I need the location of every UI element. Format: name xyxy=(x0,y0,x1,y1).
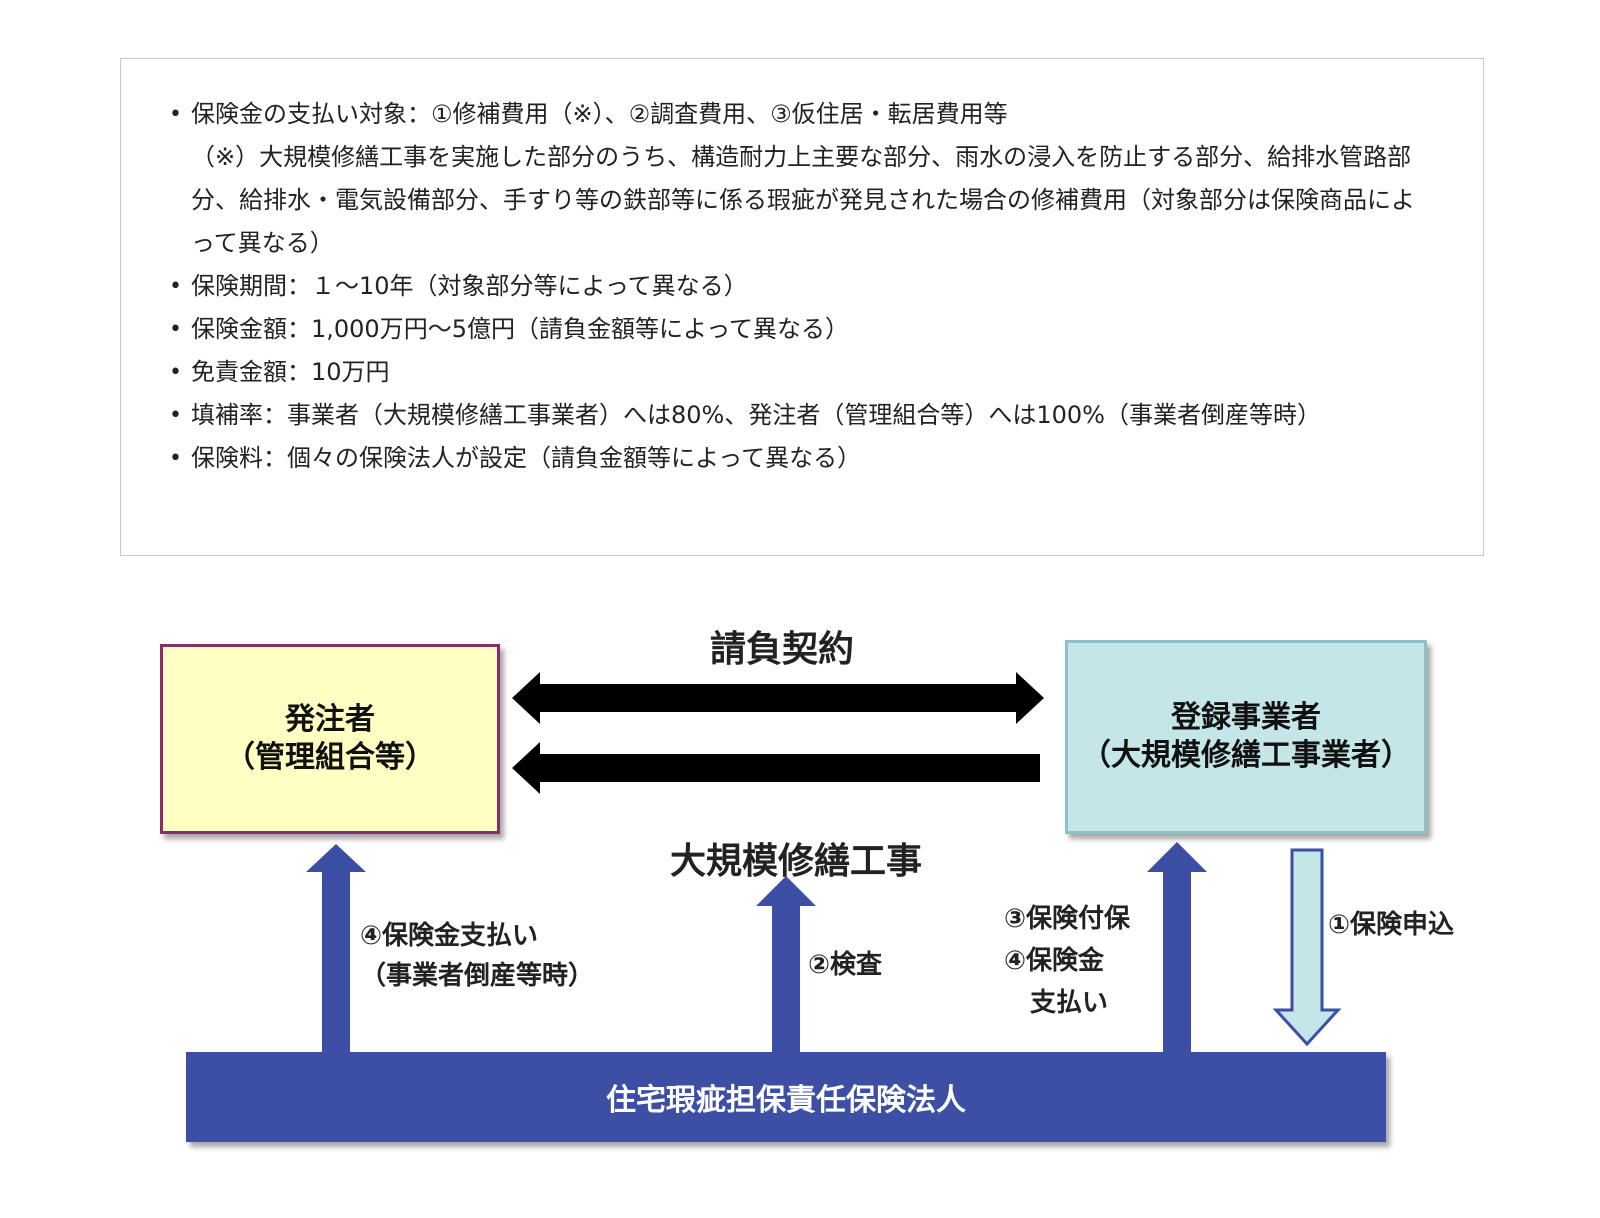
contractor-subtitle: （大規模修繕工事業者） xyxy=(1081,738,1411,773)
insurer-box: 住宅瑕疵担保責任保険法人 xyxy=(186,1052,1386,1142)
inspection-label: ②検査 xyxy=(808,950,883,980)
payment-to-orderer-arrow xyxy=(306,844,366,1052)
list-item-premium: • 保険料：個々の保険法人が設定（請負金額等によって異なる） xyxy=(169,437,1429,480)
inspection-arrow xyxy=(756,876,816,1052)
bullet-icon: • xyxy=(169,102,182,127)
coverage-rate-text: 填補率：事業者（大規模修繕工事業者）へは80%、発注者（管理組合等）へは100%… xyxy=(191,401,1321,429)
contractor-box: 登録事業者 （大規模修繕工事業者） xyxy=(1065,640,1427,834)
list-item-period: • 保険期間：１～10年（対象部分等によって異なる） xyxy=(169,265,1429,308)
list-item-amount: • 保険金額：1,000万円～5億円（請負金額等によって異なる） xyxy=(169,308,1429,351)
payment-to-orderer-line2: （事業者倒産等時） xyxy=(360,961,595,991)
insure-to-contractor-arrow xyxy=(1147,842,1207,1052)
contract-label: 請負契約 xyxy=(710,629,855,670)
orderer-subtitle: （管理組合等） xyxy=(225,740,435,775)
list-item-coverage-rate: • 填補率：事業者（大規模修繕工事業者）へは80%、発注者（管理組合等）へは10… xyxy=(169,394,1429,437)
bullet-icon: • xyxy=(169,274,182,299)
insure-line1: ③保険付保 xyxy=(1004,904,1131,934)
premium-text: 保険料：個々の保険法人が設定（請負金額等によって異なる） xyxy=(191,444,862,472)
insure-line3: 支払い xyxy=(1004,988,1109,1018)
insurance-summary-list: • 保険金の支払い対象：①修補費用（※）、②調査費用、③仮住居・転居費用等 （※… xyxy=(169,93,1429,480)
contract-double-arrow xyxy=(512,672,1044,724)
deductible-text: 免責金額：10万円 xyxy=(191,358,390,386)
bullet-icon: • xyxy=(169,446,182,471)
bullet-icon: • xyxy=(169,403,182,428)
orderer-box: 発注者 （管理組合等） xyxy=(160,644,500,834)
payment-to-orderer-label: ④保険金支払い （事業者倒産等時） xyxy=(360,916,594,996)
list-item-deductible: • 免責金額：10万円 xyxy=(169,351,1429,394)
orderer-title: 発注者 xyxy=(285,702,375,737)
list-item-payment-target: • 保険金の支払い対象：①修補費用（※）、②調査費用、③仮住居・転居費用等 （※… xyxy=(169,93,1429,265)
bullet-icon: • xyxy=(169,360,182,385)
application-label: ①保険申込 xyxy=(1328,910,1455,940)
insurer-title: 住宅瑕疵担保責任保険法人 xyxy=(606,1083,966,1118)
period-text: 保険期間：１～10年（対象部分等によって異なる） xyxy=(191,272,748,300)
payment-target-note: （※）大規模修繕工事を実施した部分のうち、構造耐力上主要な部分、雨水の浸入を防止… xyxy=(191,143,1415,257)
work-label: 大規模修繕工事 xyxy=(670,841,923,882)
payment-target-text: 保険金の支払い対象：①修補費用（※）、②調査費用、③仮住居・転居費用等 xyxy=(191,100,1008,128)
application-arrow xyxy=(1272,848,1342,1047)
amount-text: 保険金額：1,000万円～5億円（請負金額等によって異なる） xyxy=(191,315,850,343)
bullet-icon: • xyxy=(169,317,182,342)
insurance-flow-diagram: 発注者 （管理組合等） 登録事業者 （大規模修繕工事業者） 住宅瑕疵担保責任保険… xyxy=(0,600,1600,1218)
contractor-title: 登録事業者 xyxy=(1171,700,1321,735)
insurance-summary-box: • 保険金の支払い対象：①修補費用（※）、②調査費用、③仮住居・転居費用等 （※… xyxy=(120,58,1484,556)
payment-to-orderer-line1: ④保険金支払い xyxy=(360,921,539,951)
insure-label: ③保険付保 ④保険金 支払い xyxy=(1004,898,1130,1024)
work-arrow xyxy=(512,742,1040,794)
flow-arrows xyxy=(306,672,1342,1052)
insure-line2: ④保険金 xyxy=(1004,946,1105,976)
